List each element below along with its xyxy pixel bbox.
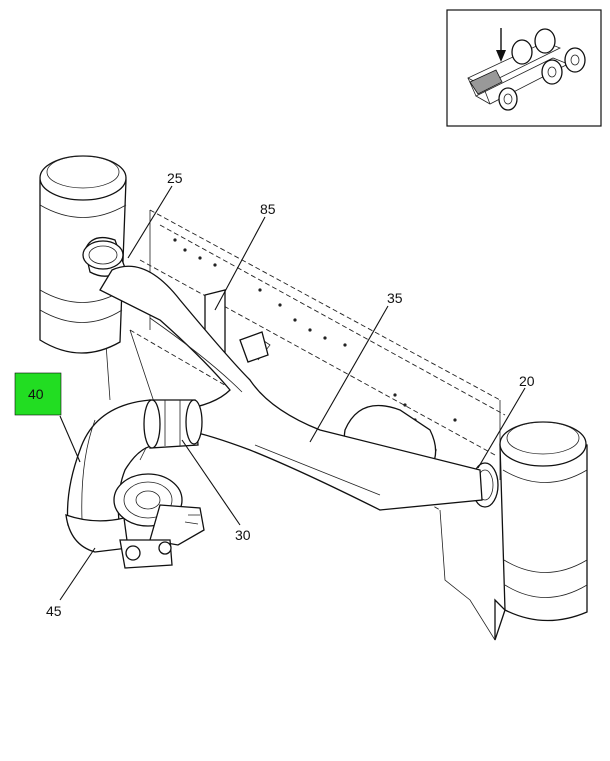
callout-35: 35 xyxy=(387,290,403,306)
air-intake-pipe xyxy=(99,265,483,511)
callout-45: 45 xyxy=(46,603,62,619)
hose-coupler xyxy=(143,399,203,449)
turbocharger xyxy=(65,473,205,569)
locator-inset xyxy=(446,9,602,127)
callout-20: 20 xyxy=(519,373,535,389)
callout-40-highlight[interactable]: 40 xyxy=(14,372,62,416)
leader-lines xyxy=(59,185,526,601)
callout-30: 30 xyxy=(235,527,251,543)
callout-85: 85 xyxy=(260,201,276,217)
callout-40: 40 xyxy=(28,386,44,402)
truck-chassis-locator-icon xyxy=(467,28,586,111)
down-arrow-icon xyxy=(496,28,506,62)
right-air-cleaner xyxy=(471,421,588,641)
left-air-cleaner xyxy=(39,155,127,354)
callout-25: 25 xyxy=(167,170,183,186)
